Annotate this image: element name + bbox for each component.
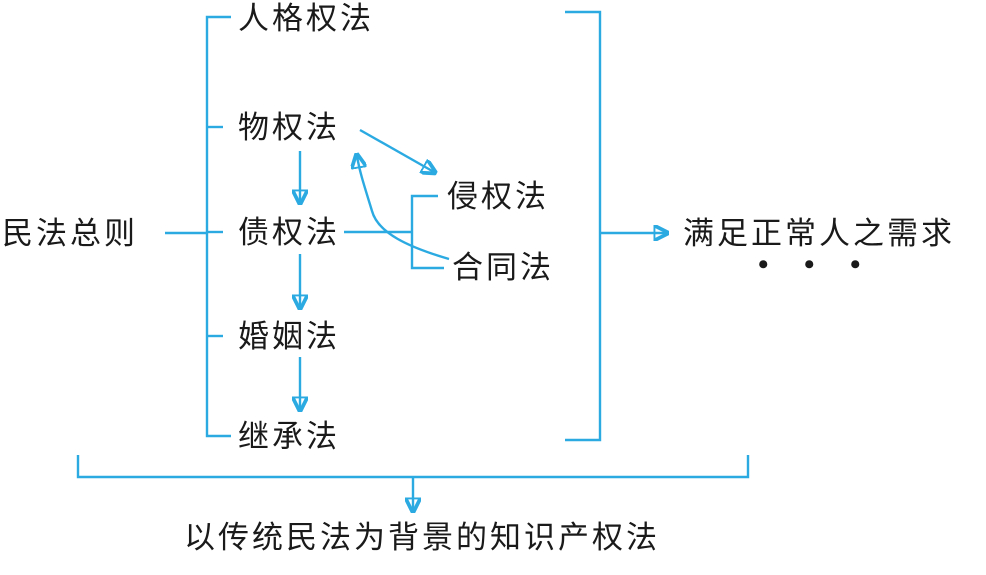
left-bracket	[205, 15, 231, 438]
branch-personality-law: 人格权法	[238, 1, 374, 36]
sub-branch-tort-law: 侵权法	[447, 179, 549, 214]
arrow-property-to-tort	[359, 128, 434, 172]
branch-obligation-law: 债权法	[238, 215, 340, 250]
outcome-label: 满足正常人之需求	[683, 216, 955, 251]
branch-marriage-law: 婚姻法	[238, 319, 340, 354]
sub-branch-contract-law: 合同法	[452, 250, 554, 285]
sub-bracket	[410, 194, 444, 270]
root-label: 民法总则	[2, 216, 138, 251]
ellipsis-dots: • • •	[758, 248, 875, 281]
branch-inheritance-law: 继承法	[238, 419, 340, 454]
branch-property-law: 物权法	[238, 110, 340, 145]
arrow-contract-to-property	[357, 156, 450, 261]
bottom-bracket	[76, 455, 750, 479]
right-bracket	[565, 10, 602, 442]
footer-label: 以传统民法为背景的知识产权法	[184, 520, 660, 555]
